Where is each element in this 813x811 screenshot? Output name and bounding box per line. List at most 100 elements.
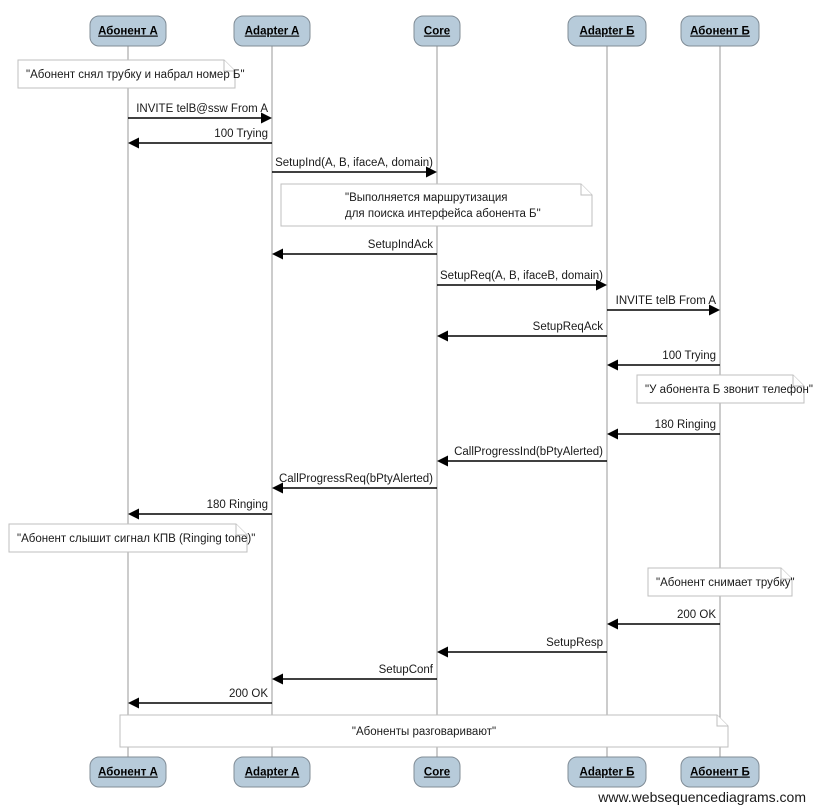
actor-label: Core [424,767,450,779]
actor-top-adapter_a[interactable]: Adapter A [233,15,311,47]
actor-box-shape [233,756,311,788]
actor-label: Core [424,26,450,38]
note-line: "Абоненты разговаривают" [352,726,496,738]
actor-box-shape [89,756,167,788]
message-m13: 200 OK [607,609,720,630]
message-label: 180 Ringing [207,499,268,511]
note-line: "Абонент снимает трубку" [656,577,795,589]
message-arrowhead [596,279,607,291]
message-label: 100 Trying [662,350,716,362]
message-m7: SetupReqAck [437,321,607,342]
note-line: "У абонента Б звонит телефон" [645,384,813,396]
message-label: SetupReq(A, B, ifaceB, domain) [440,270,603,282]
actor-box-shape [680,15,760,47]
actor-label: Абонент А [98,26,158,38]
note-n5: "Абонент снимает трубку" [647,567,795,597]
message-m11: CallProgressReq(bPtyAlerted) [272,473,437,494]
message-arrowhead [607,359,618,371]
note-n1: "Абонент снял трубку и набрал номер Б" [17,59,245,89]
note-body [280,183,593,227]
message-m1: INVITE telB@ssw From A [128,103,272,124]
message-arrowhead [426,166,437,178]
note-n2: "Выполняется маршрутизация для поиска инт… [280,183,593,227]
note-fold-corner [235,524,247,536]
message-m15: SetupConf [272,664,437,685]
message-m16: 200 OK [128,688,272,709]
footer-credit: www.websequencediagrams.com [597,789,806,805]
message-m8: 100 Trying [607,350,720,371]
message-label: INVITE telB@ssw From A [136,103,268,115]
message-label: 200 OK [229,688,268,700]
message-label: INVITE telB From A [616,295,717,307]
actor-box-shape [89,15,167,47]
actor-box-shape [413,15,461,47]
actor-top-adapter_b[interactable]: Adapter Б [567,15,647,47]
note-fold-corner [780,568,792,580]
note-n4: "Абонент слышит сигнал КПВ (Ringing tone… [8,523,255,553]
message-arrowhead [272,673,283,685]
message-arrowhead [709,304,720,316]
message-arrowhead [437,646,448,658]
note-line: "Абонент слышит сигнал КПВ (Ringing tone… [17,533,255,545]
message-arrowhead [128,508,139,520]
actor-box-shape [567,15,647,47]
message-label: 200 OK [677,609,716,621]
actor-top-abonent_b[interactable]: Абонент Б [680,15,760,47]
note-fold-corner [716,715,728,727]
actor-label: Абонент А [98,767,158,779]
message-arrowhead [437,455,448,467]
message-arrowhead [128,137,139,149]
message-arrowhead [272,248,283,260]
actor-box-shape [413,756,461,788]
message-label: 100 Trying [214,128,268,140]
actor-bottom-adapter_a[interactable]: Adapter A [233,756,311,788]
message-m12: 180 Ringing [128,499,272,520]
actor-bottom-abonent_a[interactable]: Абонент А [89,756,167,788]
message-arrowhead [607,428,618,440]
actors-layer: Абонент А Абонент А Adapter A Adapter A Core… [89,15,760,788]
message-m2: 100 Trying [128,128,272,149]
note-body [17,59,236,89]
note-line: "Выполняется маршрутизация [345,192,508,204]
message-m9: 180 Ringing [607,419,720,440]
actor-box-shape [567,756,647,788]
message-m3: SetupInd(A, B, ifaceA, domain) [272,157,437,178]
actor-label: Adapter Б [580,26,635,38]
actor-box-shape [233,15,311,47]
message-m4: SetupIndAck [272,239,437,260]
message-label: SetupResp [546,637,603,649]
message-m10: CallProgressInd(bPtyAlerted) [437,446,607,467]
lifelines-layer [127,46,721,757]
note-n6: "Абоненты разговаривают" [119,714,729,748]
message-label: CallProgressInd(bPtyAlerted) [454,446,603,458]
note-body [8,523,248,553]
note-body [636,374,805,404]
note-n3: "У абонента Б звонит телефон" [636,374,813,404]
message-arrowhead [128,697,139,709]
message-arrowhead [272,482,283,494]
message-m6: INVITE telB From A [607,295,720,316]
message-label: SetupInd(A, B, ifaceA, domain) [275,157,433,169]
actor-top-core[interactable]: Core [413,15,461,47]
note-fold-corner [223,60,235,72]
actor-label: Абонент Б [690,767,750,779]
message-label: 180 Ringing [655,419,716,431]
actor-label: Adapter Б [580,767,635,779]
message-arrowhead [437,330,448,342]
message-m14: SetupResp [437,637,607,658]
message-label: SetupIndAck [368,239,433,251]
note-body [647,567,793,597]
actor-top-abonent_a[interactable]: Абонент А [89,15,167,47]
note-fold-corner [580,184,592,196]
actor-bottom-abonent_b[interactable]: Абонент Б [680,756,760,788]
note-line: для поиска интерфейса абонента Б" [345,208,541,220]
message-arrowhead [261,112,272,124]
actor-bottom-adapter_b[interactable]: Adapter Б [567,756,647,788]
message-m5: SetupReq(A, B, ifaceB, domain) [437,270,607,291]
message-label: SetupReqAck [533,321,604,333]
actor-bottom-core[interactable]: Core [413,756,461,788]
message-label: SetupConf [379,664,434,676]
